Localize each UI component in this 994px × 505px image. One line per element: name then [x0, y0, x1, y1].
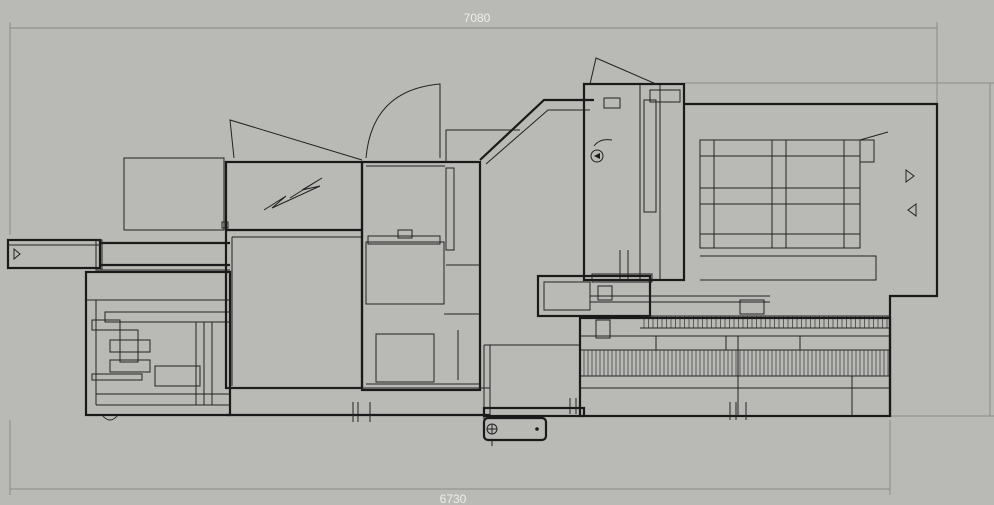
flow-arrow-icon: [907, 203, 917, 217]
dimension-bottom: 6730: [9, 420, 891, 505]
vertical-tower: [582, 57, 686, 282]
transfer-mechanism: [536, 273, 770, 339]
tower-door-swing: [589, 57, 657, 85]
lower-rack: [580, 349, 890, 377]
control-cabinet: [123, 119, 364, 390]
right-upper-box: [684, 102, 939, 416]
electrical-hazard-icon: [263, 177, 323, 211]
right-base-frame: [578, 316, 892, 420]
dimension-top: 7080: [9, 11, 938, 235]
middle-base: [226, 344, 586, 422]
leveling-foot-icon: [729, 402, 747, 420]
flow-arrow-icon: [905, 169, 915, 183]
door-swing-arc: [365, 83, 441, 159]
leveling-foot-icon: [352, 402, 371, 422]
cabinet-door-swing: [229, 119, 363, 161]
dimension-right: [685, 82, 994, 417]
leveling-foot-icon: [569, 398, 577, 414]
left-lower-frame: [84, 270, 232, 421]
centre-module: [360, 83, 482, 392]
overall-length-label: 7080: [464, 11, 491, 25]
base-length-label: 6730: [440, 492, 467, 505]
flow-arrow-icon: [13, 247, 21, 261]
infeed-conveyor: [6, 238, 230, 271]
inclined-hood: [445, 98, 594, 165]
terminal-box: [482, 416, 548, 446]
